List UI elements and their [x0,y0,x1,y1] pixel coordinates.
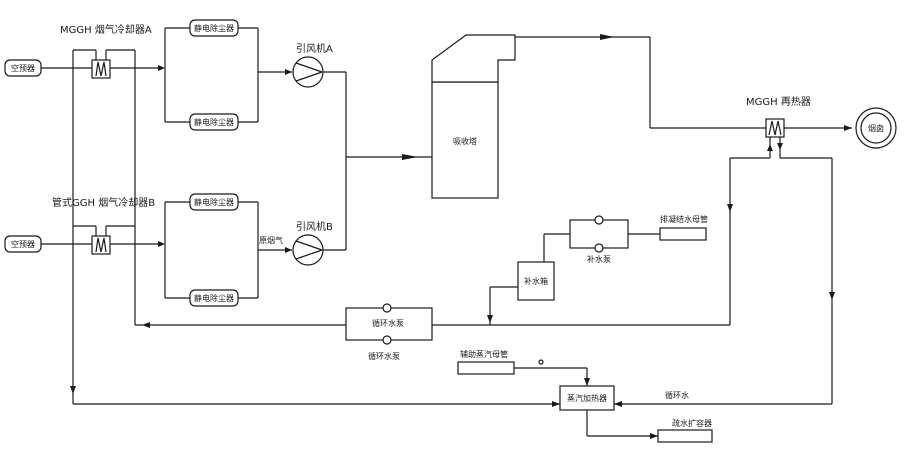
circ-pump-2-icon [382,335,392,345]
circ-pump-1-icon [382,303,392,313]
raw-flue-gas-label: 原烟气 [259,235,283,245]
arrow-icon [487,315,493,323]
steam-valve-icon [538,359,544,365]
makeup-pump-1-icon [594,215,604,225]
gas-cooler-b-label: 管式GGH 烟气冷却器B [52,196,155,209]
coil-a [95,61,107,77]
air-preheater-b-label: 空预器 [11,239,35,249]
arrow-icon [844,125,852,131]
fan-b-blade [295,240,323,251]
makeup-tank-box [517,261,555,301]
arrow-icon [614,401,622,407]
drain-tank-pipe-box [659,227,707,241]
makeup-pump-2-icon [594,243,604,253]
circ-pump-1-label: 循环水泵 [372,318,404,328]
drain-flash-tank-label: 疏水扩容器 [672,418,712,428]
fan-a-blade [295,62,323,73]
esp-b2-label: 静电除尘器 [194,293,234,303]
arrow-icon [285,247,292,253]
arrow-icon [727,204,733,212]
esp-a1-label: 静电除尘器 [194,23,234,33]
arrow-icon [552,401,560,407]
reheater-coil [768,120,782,136]
gas-cooler-a-label: MGGH 烟气冷却器A [60,23,152,36]
air-preheater-a-label: 空预器 [11,63,35,73]
arrow-icon [829,292,835,300]
circ-pump-frame [345,307,433,341]
arrow-icon [584,378,590,386]
steam-heater-label: 蒸汽加热器 [567,393,607,403]
absorber-box [431,81,499,199]
makeup-tank-label: 补水箱 [524,276,548,286]
chimney-label: 烟囱 [868,123,884,133]
esp-b1-label: 静电除尘器 [194,197,234,207]
arrow-icon [70,386,76,394]
arrow-icon [158,65,165,71]
coil-b [95,237,107,253]
absorber-outlet-duct [431,34,516,83]
fan-a-icon [292,56,324,88]
aux-steam-pipe-box [457,361,515,375]
arrow-icon [158,241,165,247]
makeup-pump-label: 补水泵 [587,254,611,264]
esp-a2-label: 静电除尘器 [194,117,234,127]
arrow-icon [402,154,418,160]
reheater-label: MGGH 再热器 [746,95,811,108]
fan-b-label: 引风机B [296,220,333,233]
drain-tank-pipe-label: 排凝结水母管 [660,214,708,224]
chimney-inner-icon [860,112,892,144]
arrow-icon [142,322,150,328]
drain-flash-tank-box [657,429,713,443]
arrow-icon [777,143,783,150]
arrow-icon [285,69,292,75]
fan-b-blade [295,249,323,260]
arrow-icon [600,34,614,40]
arrow-icon [767,144,773,151]
fan-a-label: 引风机A [296,42,333,55]
absorber-label: 吸收塔 [453,136,477,146]
steam-heater-box [559,385,615,411]
circ-pump-2-label: 循环水泵 [368,351,400,361]
fan-a-blade [295,71,323,82]
arrow-icon [650,433,658,439]
aux-steam-pipe-label: 辅助蒸汽母管 [460,349,508,359]
makeup-pump-frame [569,219,629,249]
circ-water-label: 循环水 [665,390,689,400]
fan-b-icon [292,234,324,266]
